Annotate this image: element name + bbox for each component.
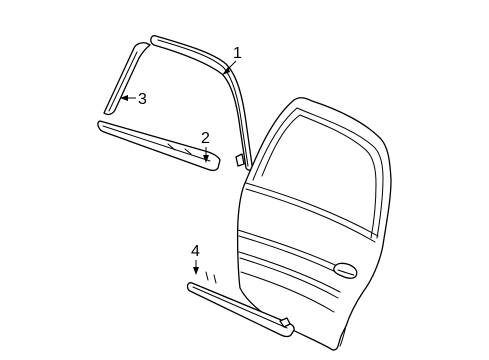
part-2-belt-molding bbox=[97, 120, 221, 172]
part-3-channel-strip bbox=[103, 42, 151, 116]
callout-2: 2 bbox=[201, 130, 210, 163]
callout-4-label: 4 bbox=[191, 243, 200, 260]
callout-2-label: 2 bbox=[201, 130, 210, 147]
callout-3: 3 bbox=[120, 91, 147, 108]
callout-1-label: 1 bbox=[233, 45, 242, 62]
callout-4: 4 bbox=[191, 243, 200, 275]
callout-1-arrowhead bbox=[222, 67, 230, 75]
callout-3-label: 3 bbox=[138, 91, 147, 108]
callout-3-arrowhead bbox=[120, 95, 128, 101]
callout-2-arrowhead bbox=[203, 155, 209, 163]
callout-1: 1 bbox=[222, 45, 242, 75]
part-4-rocker-molding bbox=[186, 271, 295, 338]
rear-door bbox=[236, 97, 392, 351]
callout-4-arrowhead bbox=[193, 267, 199, 275]
